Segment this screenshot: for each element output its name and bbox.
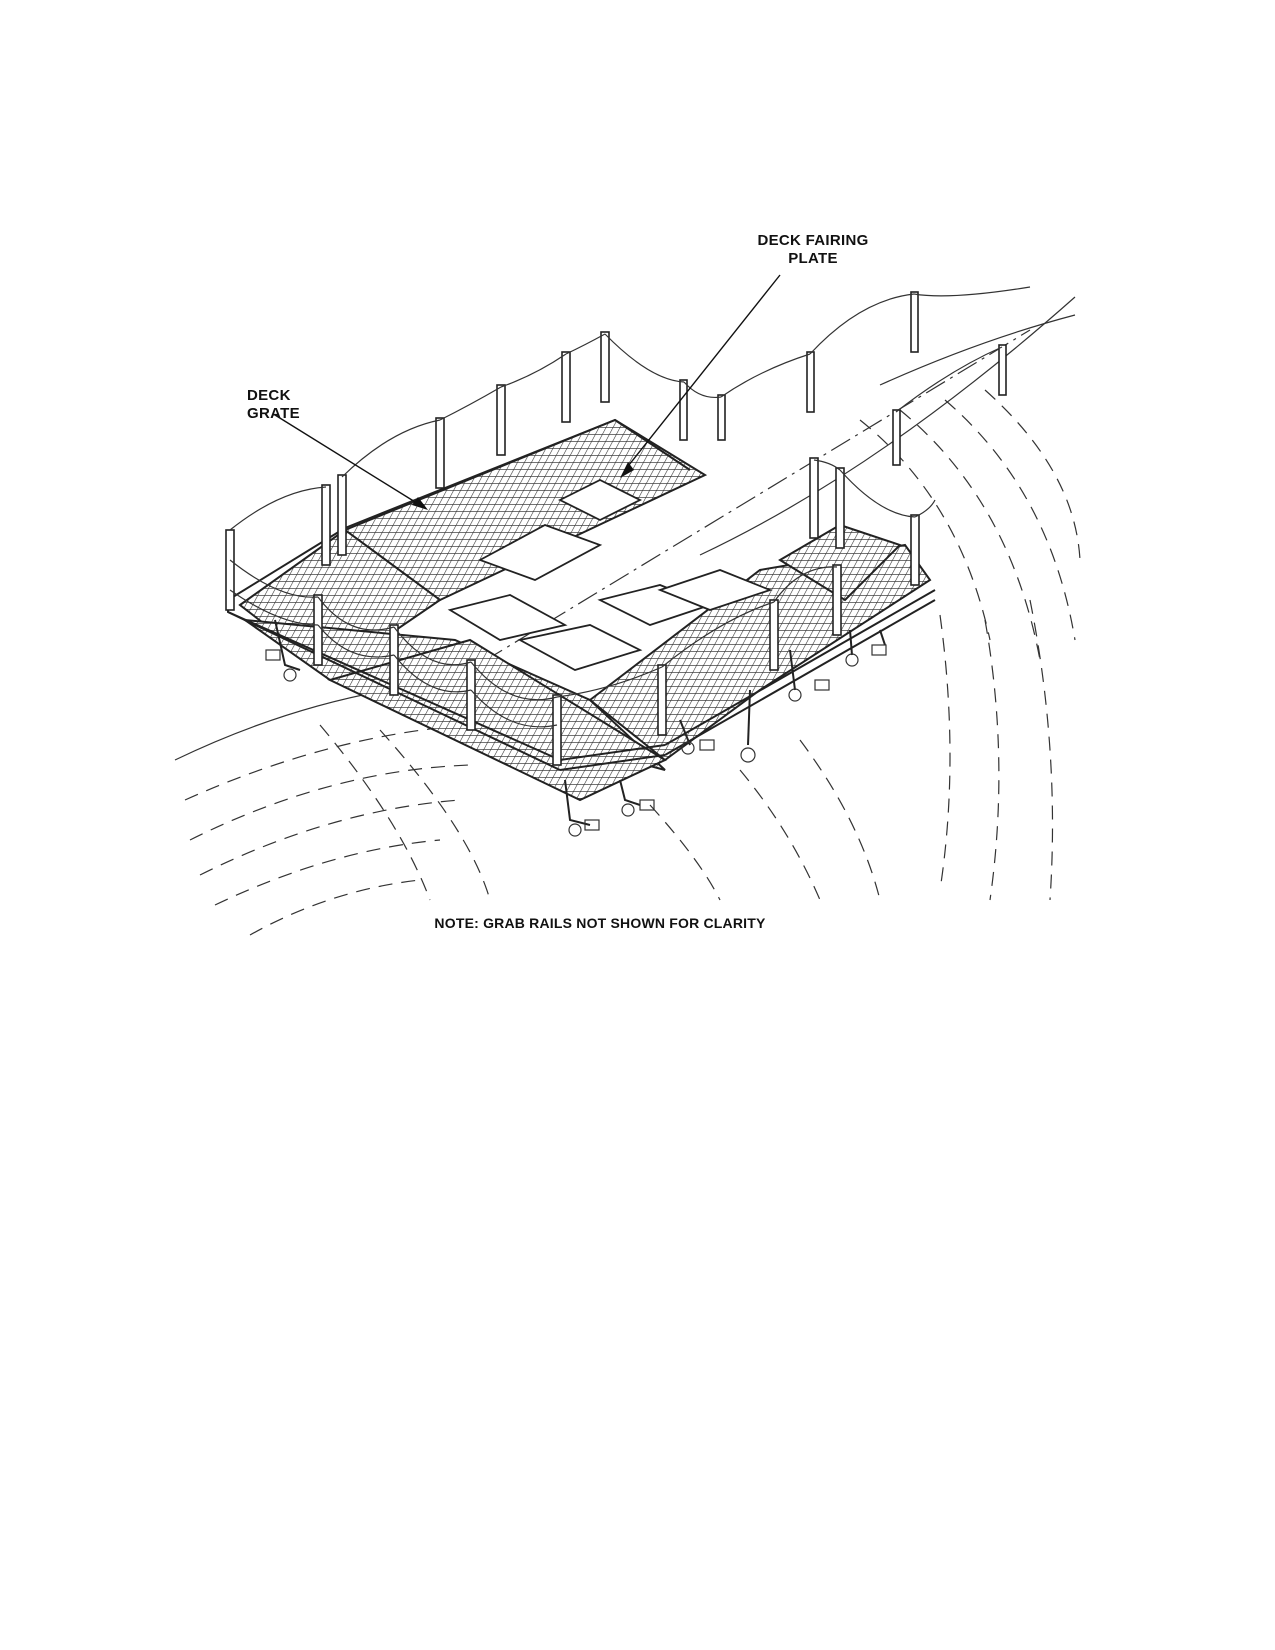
platform-line-drawing	[174, 274, 1081, 936]
figure-note: NOTE: GRAB RAILS NOT SHOWN FOR CLARITY	[434, 915, 766, 931]
support-legs	[265, 619, 887, 837]
deck-fairing-plate-label: DECK FAIRING PLATE	[757, 232, 869, 267]
deck-grate-label: DECK GRATE	[247, 387, 300, 422]
work-platform-illustration: DECK FAIRING PLATE DECK GRATE	[174, 232, 1081, 936]
safety-ropes	[229, 286, 1031, 728]
callout-leaders	[274, 274, 781, 510]
deck-fairing-plates	[447, 478, 773, 671]
